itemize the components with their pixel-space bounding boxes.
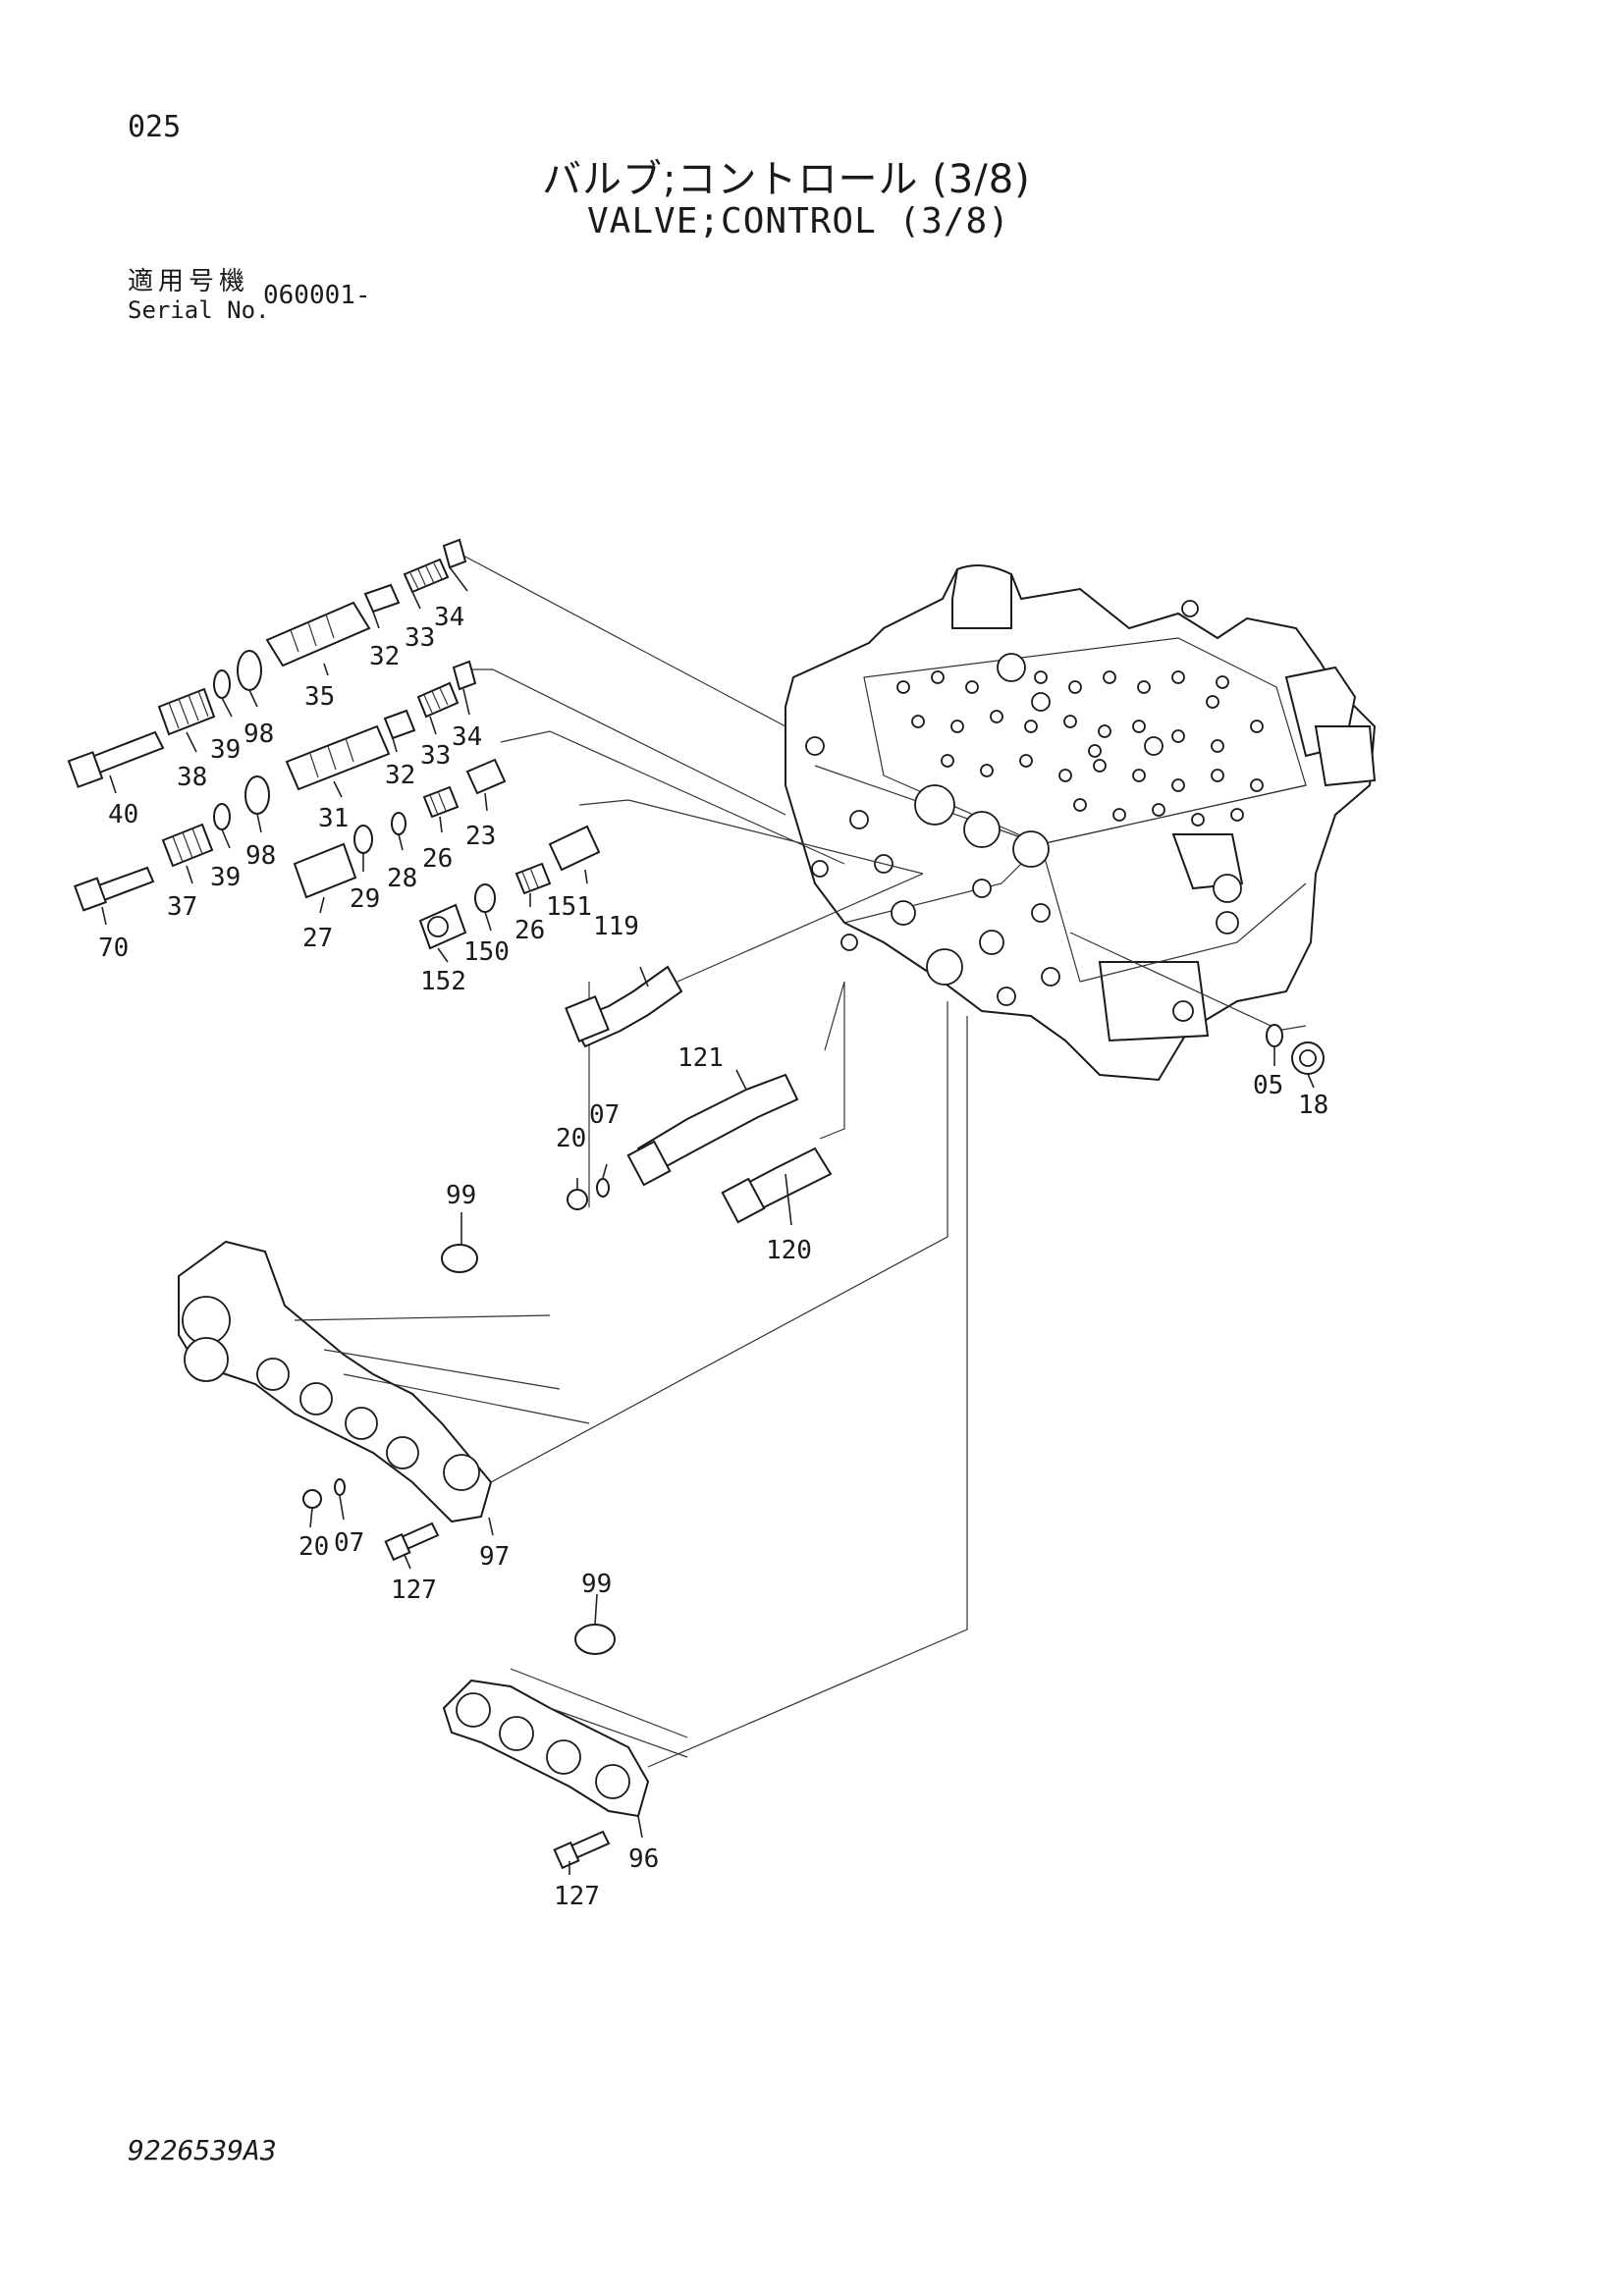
document-code: 9226539A3 [128, 2134, 277, 2166]
plug-34-upper [442, 538, 467, 569]
washer-39-upper [213, 669, 231, 699]
callout-39: 39 [210, 735, 241, 765]
callout-28: 28 [387, 864, 417, 893]
callout-26: 26 [514, 916, 545, 945]
callout-151: 151 [546, 892, 592, 922]
spring-33-lower [416, 681, 460, 719]
manifold-block-97 [178, 1240, 590, 1562]
oring-29 [353, 825, 373, 854]
callout-99: 99 [581, 1570, 612, 1599]
callout-31: 31 [318, 804, 349, 833]
right-plug [1266, 1024, 1325, 1075]
callout-127: 127 [554, 1882, 600, 1911]
callout-38: 38 [177, 763, 207, 792]
plug-27 [293, 842, 357, 899]
oring-05 [1266, 1024, 1283, 1047]
plug-34-lower [452, 660, 477, 691]
title-japanese: バルブ;コントロール (3/8) [542, 157, 1031, 202]
callout-07: 07 [589, 1100, 620, 1130]
oring-98-upper [237, 650, 262, 691]
callout-127: 127 [391, 1575, 437, 1605]
callout-20: 20 [298, 1532, 329, 1562]
serial-number-range: 060001- [263, 281, 371, 310]
callout-20: 20 [556, 1124, 586, 1153]
sleeve-32-lower [383, 709, 416, 740]
callout-26: 26 [422, 844, 453, 874]
oring-07-upper [596, 1178, 610, 1198]
plug-20-upper [567, 1189, 588, 1210]
callout-32: 32 [369, 642, 400, 671]
serial-label-japanese: 適用号機 [128, 267, 250, 296]
callout-37: 37 [167, 892, 197, 922]
callout-97: 97 [479, 1542, 510, 1572]
spring-38 [157, 687, 216, 736]
callout-39: 39 [210, 863, 241, 892]
callout-33: 33 [420, 741, 451, 771]
callout-96: 96 [628, 1844, 659, 1874]
manifold-block-96 [442, 1624, 688, 1870]
callout-98: 98 [244, 720, 274, 749]
callout-40: 40 [108, 800, 138, 829]
callout-07: 07 [334, 1528, 364, 1558]
callout-33: 33 [405, 623, 435, 653]
third-row-parts [418, 825, 601, 950]
callout-120: 120 [766, 1236, 812, 1265]
title-english: VALVE;CONTROL (3/8) [587, 201, 1010, 241]
callout-34: 34 [452, 722, 482, 752]
oring-07-lower [334, 1478, 346, 1496]
assembly-leader-lines [460, 554, 1307, 1768]
upper-spool-assembly [67, 538, 467, 788]
oring-99-lower [574, 1624, 616, 1655]
oring-28 [391, 812, 406, 835]
spring-26-lower [514, 862, 552, 895]
oring-150 [474, 883, 496, 913]
sleeve-151 [548, 825, 601, 872]
callout-152: 152 [420, 967, 466, 996]
callout-32: 32 [385, 761, 415, 790]
callout-35: 35 [304, 682, 335, 712]
callout-27: 27 [302, 924, 333, 953]
callout-18: 18 [1298, 1091, 1328, 1120]
callout-150: 150 [463, 937, 510, 967]
page-number: 025 [128, 110, 182, 144]
callout-121: 121 [677, 1043, 724, 1073]
plug-20-lower [302, 1489, 322, 1509]
control-valve-body [785, 564, 1377, 1082]
callout-119: 119 [593, 912, 639, 941]
second-spool-assembly [73, 660, 507, 912]
callout-23: 23 [465, 822, 496, 851]
oring-98-lower [244, 775, 270, 815]
washer-39-lower [213, 803, 231, 830]
callout-70: 70 [98, 934, 129, 963]
callout-34: 34 [434, 603, 464, 632]
callout-05: 05 [1253, 1071, 1283, 1100]
callout-leaders [101, 566, 1315, 1875]
relief-valves [565, 965, 833, 1224]
spool-31 [285, 724, 391, 791]
sleeve-32-upper [363, 583, 401, 614]
callout-98: 98 [245, 841, 276, 871]
callout-29: 29 [350, 884, 380, 914]
callout-99: 99 [446, 1181, 476, 1210]
sleeve-23 [465, 758, 507, 795]
serial-label-english: Serial No. [128, 296, 270, 324]
spring-26-upper [422, 785, 460, 819]
spool-35 [265, 601, 371, 667]
callout-labels: 34 33 32 35 98 39 38 40 34 33 32 31 23 2… [98, 603, 1328, 1911]
oring-99-upper [441, 1244, 478, 1273]
